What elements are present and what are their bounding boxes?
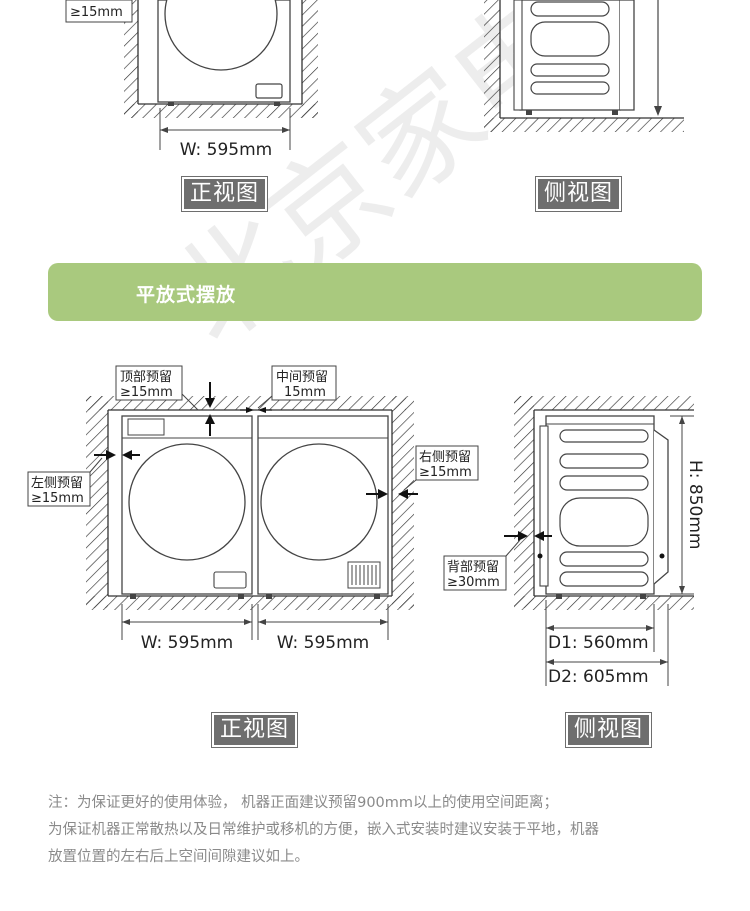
bottom-side-view: H: 850mm D1: 560mm D2: 605mm — [504, 396, 705, 687]
top-clearance-label: ≥15mm — [70, 5, 123, 20]
top-clearance-callout: 顶部预留 ≥15mm — [115, 365, 199, 411]
footnote-line-3: 放置位置的左右后上空间间隙建议如上。 — [48, 849, 309, 865]
middle-clearance-value: 15mm — [284, 385, 326, 400]
bottom-side-view-label: 侧视图 — [564, 712, 653, 748]
back-clearance-callout: 背部预留 ≥30mm — [443, 539, 521, 591]
bottom-front-view-label: 正视图 — [210, 712, 299, 748]
banner-title: 平放式摆放 — [136, 284, 237, 306]
middle-clearance-title: 中间预留 — [276, 370, 328, 385]
footnote-line-1: 注：为保证更好的使用体验， 机器正面建议预留900mm以上的使用空间距离； — [48, 795, 559, 811]
depth1-label: D1: 560mm — [548, 633, 649, 653]
right-clearance-value: ≥15mm — [419, 465, 472, 480]
left-clearance-callout: 左侧预留 ≥15mm — [27, 457, 103, 507]
footnote-line-2: 为保证机器正常散热以及日常维护或移机的方便，嵌入式安装时建议安装于平地，机器 — [48, 822, 599, 838]
right-clearance-callout: 右侧预留 ≥15mm — [403, 445, 479, 491]
bottom-front-view: W: 595mm W: 595mm — [86, 382, 418, 653]
back-clearance-title: 背部预留 — [447, 560, 499, 575]
left-clearance-title: 左侧预留 — [31, 476, 83, 491]
placement-banner: 平放式摆放 — [48, 263, 702, 321]
top-width-label: W: 595mm — [180, 140, 273, 160]
top-front-view-label: 正视图 — [180, 176, 269, 212]
top-clearance-title: 顶部预留 — [120, 370, 172, 385]
top-side-view — [484, 0, 684, 132]
back-clearance-value: ≥30mm — [447, 575, 500, 590]
footnote: 注：为保证更好的使用体验， 机器正面建议预留900mm以上的使用空间距离； 为保… — [48, 790, 718, 871]
left-clearance-value: ≥15mm — [31, 491, 84, 506]
height-label: H: 850mm — [685, 460, 705, 549]
top-side-view-label: 侧视图 — [534, 176, 623, 212]
middle-clearance-callout: 中间预留 15mm — [257, 365, 337, 409]
top-front-view: ≥15mm W: 595mm — [65, 0, 318, 160]
dryer-width-label: W: 595mm — [277, 633, 370, 653]
top-clearance-value: ≥15mm — [120, 385, 173, 400]
depth2-label: D2: 605mm — [548, 667, 649, 687]
washer-width-label: W: 595mm — [141, 633, 234, 653]
right-clearance-title: 右侧预留 — [419, 450, 471, 465]
